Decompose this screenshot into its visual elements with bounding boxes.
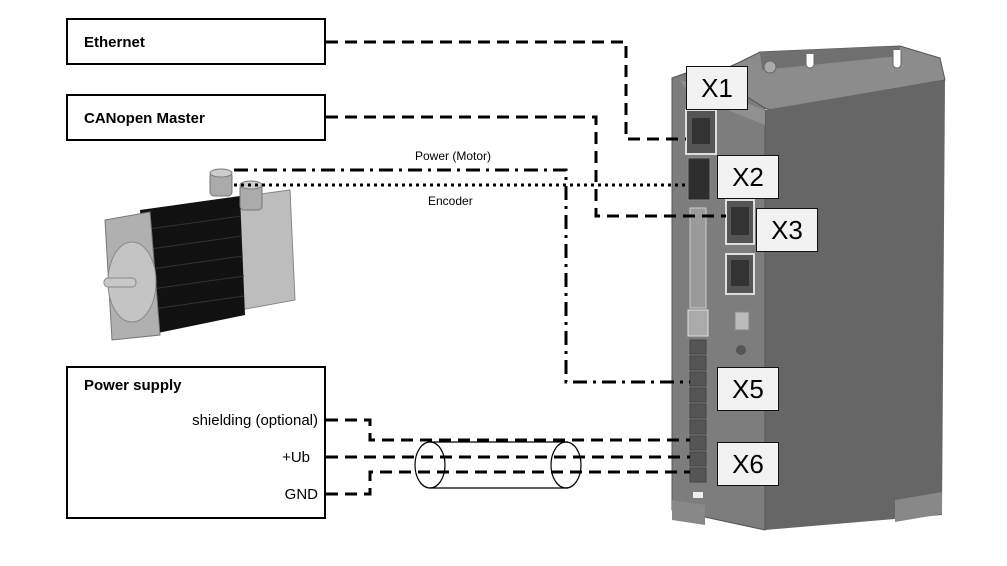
ethernet-label: Ethernet bbox=[84, 34, 145, 51]
signal-gnd: GND bbox=[284, 486, 318, 503]
encoder-label: Encoder bbox=[428, 194, 473, 208]
port-x6-tag: X6 bbox=[717, 442, 779, 486]
power-motor-line bbox=[234, 168, 690, 384]
stepper-motor bbox=[103, 168, 296, 341]
canopen-box: CANopen Master bbox=[66, 94, 326, 141]
signal-ub: +Ub bbox=[282, 449, 310, 466]
motor-controller bbox=[671, 45, 946, 531]
port-x3-tag: X3 bbox=[756, 208, 818, 252]
canopen-label: CANopen Master bbox=[84, 110, 205, 127]
shielded-cable bbox=[414, 441, 582, 489]
signal-shielding: shielding (optional) bbox=[192, 412, 318, 429]
gnd-line bbox=[326, 470, 690, 496]
shielding-line bbox=[326, 418, 690, 442]
port-x2-tag: X2 bbox=[717, 155, 779, 199]
ethernet-link-line bbox=[326, 40, 686, 141]
port-x5-tag: X5 bbox=[717, 367, 779, 411]
ethernet-box: Ethernet bbox=[66, 18, 326, 65]
power-supply-box: Power supply shielding (optional) +Ub GN… bbox=[66, 366, 326, 519]
port-x1-tag: X1 bbox=[686, 66, 748, 110]
canopen-link-line bbox=[326, 115, 726, 218]
power-motor-label: Power (Motor) bbox=[415, 149, 492, 163]
power-supply-label: Power supply bbox=[84, 377, 182, 394]
